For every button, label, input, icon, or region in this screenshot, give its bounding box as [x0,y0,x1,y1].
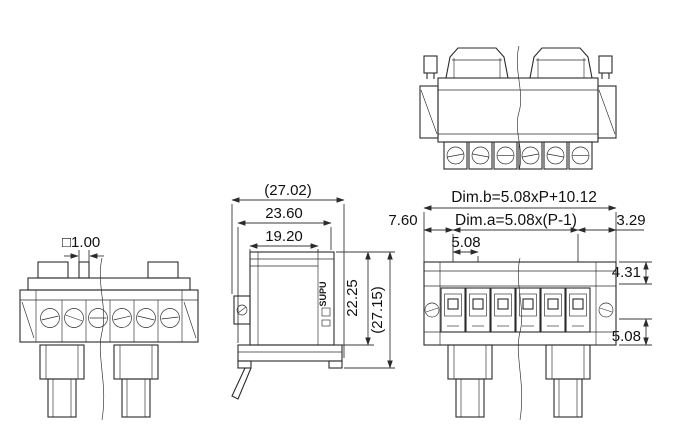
wire-plug-right [545,344,591,418]
dim-label-pitch: 5.08 [451,234,480,251]
dim-label-left-margin: 7.60 [388,212,417,229]
dim-a: 7.60 Dim.a=5.08x(P-1) 3.29 [388,212,646,262]
dim-width: 23.60 [237,205,332,343]
dim-inner-width: 19.20 [249,228,319,252]
dim-pitch: 5.08 [451,234,481,262]
dim-b: Dim.b=5.08xP+10.12 [423,189,617,262]
dim-body-height: 22.25 [336,251,395,346]
terminal-screws-row [443,141,593,170]
cable-plug-right [529,47,593,79]
din-rail-foot [231,344,343,400]
dim-label-overall-width: (27.02) [264,182,312,199]
dim-label-width: 23.60 [265,205,303,222]
dim-label-top-height: 4.31 [612,264,641,281]
dim-label-bottom-height: 5.08 [612,328,641,345]
terminal-sockets-row [440,287,591,333]
housing-body [19,261,199,343]
dim-label-square-width: □1.00 [62,234,100,251]
dim-label-right-margin: 3.29 [616,212,645,229]
terminal-screws-row [40,308,180,328]
mounting-wing-left [419,85,439,139]
view-side: (27.02) 23.60 19.20 22.25 (27.15) [231,182,395,400]
wire-clamp-screw [233,295,251,325]
mounting-wing-right [597,85,617,139]
wire-plug-left [447,344,493,418]
dim-label-overall-height: (27.15) [369,286,386,334]
wire-plug-left [39,344,85,418]
break-line [516,45,522,171]
dim-label-a-formula: Dim.a=5.08x(P-1) [455,212,577,229]
dim-label-body-height: 22.25 [344,279,361,317]
dim-bottom-height: 5.08 [612,318,652,346]
certification-marks-icon [321,307,331,327]
dim-square-width: □1.00 [62,234,104,266]
dim-label-inner-width: 19.20 [265,228,303,245]
view-front-left: □1.00 [19,234,199,421]
break-line [99,257,105,421]
view-top-rear [419,45,617,171]
view-front-right: Dim.b=5.08xP+10.12 7.60 Dim.a=5.08x(P-1)… [388,189,652,421]
dim-overall-width: (27.02) [231,182,345,358]
break-line [517,257,523,421]
dim-overall-height: (27.15) [344,251,395,369]
brand-label: SUPU [318,281,328,306]
wire-plug-right [113,344,159,418]
flange-screw-left-icon [424,302,440,318]
flange-screw-right-icon [598,302,614,318]
fixing-screw-left-icon [423,55,438,79]
side-profile [231,251,343,400]
cable-plug-left [445,47,509,79]
dim-label-b-formula: Dim.b=5.08xP+10.12 [451,189,597,206]
dim-top-height: 4.31 [612,261,652,285]
fixing-screw-right-icon [598,55,613,79]
